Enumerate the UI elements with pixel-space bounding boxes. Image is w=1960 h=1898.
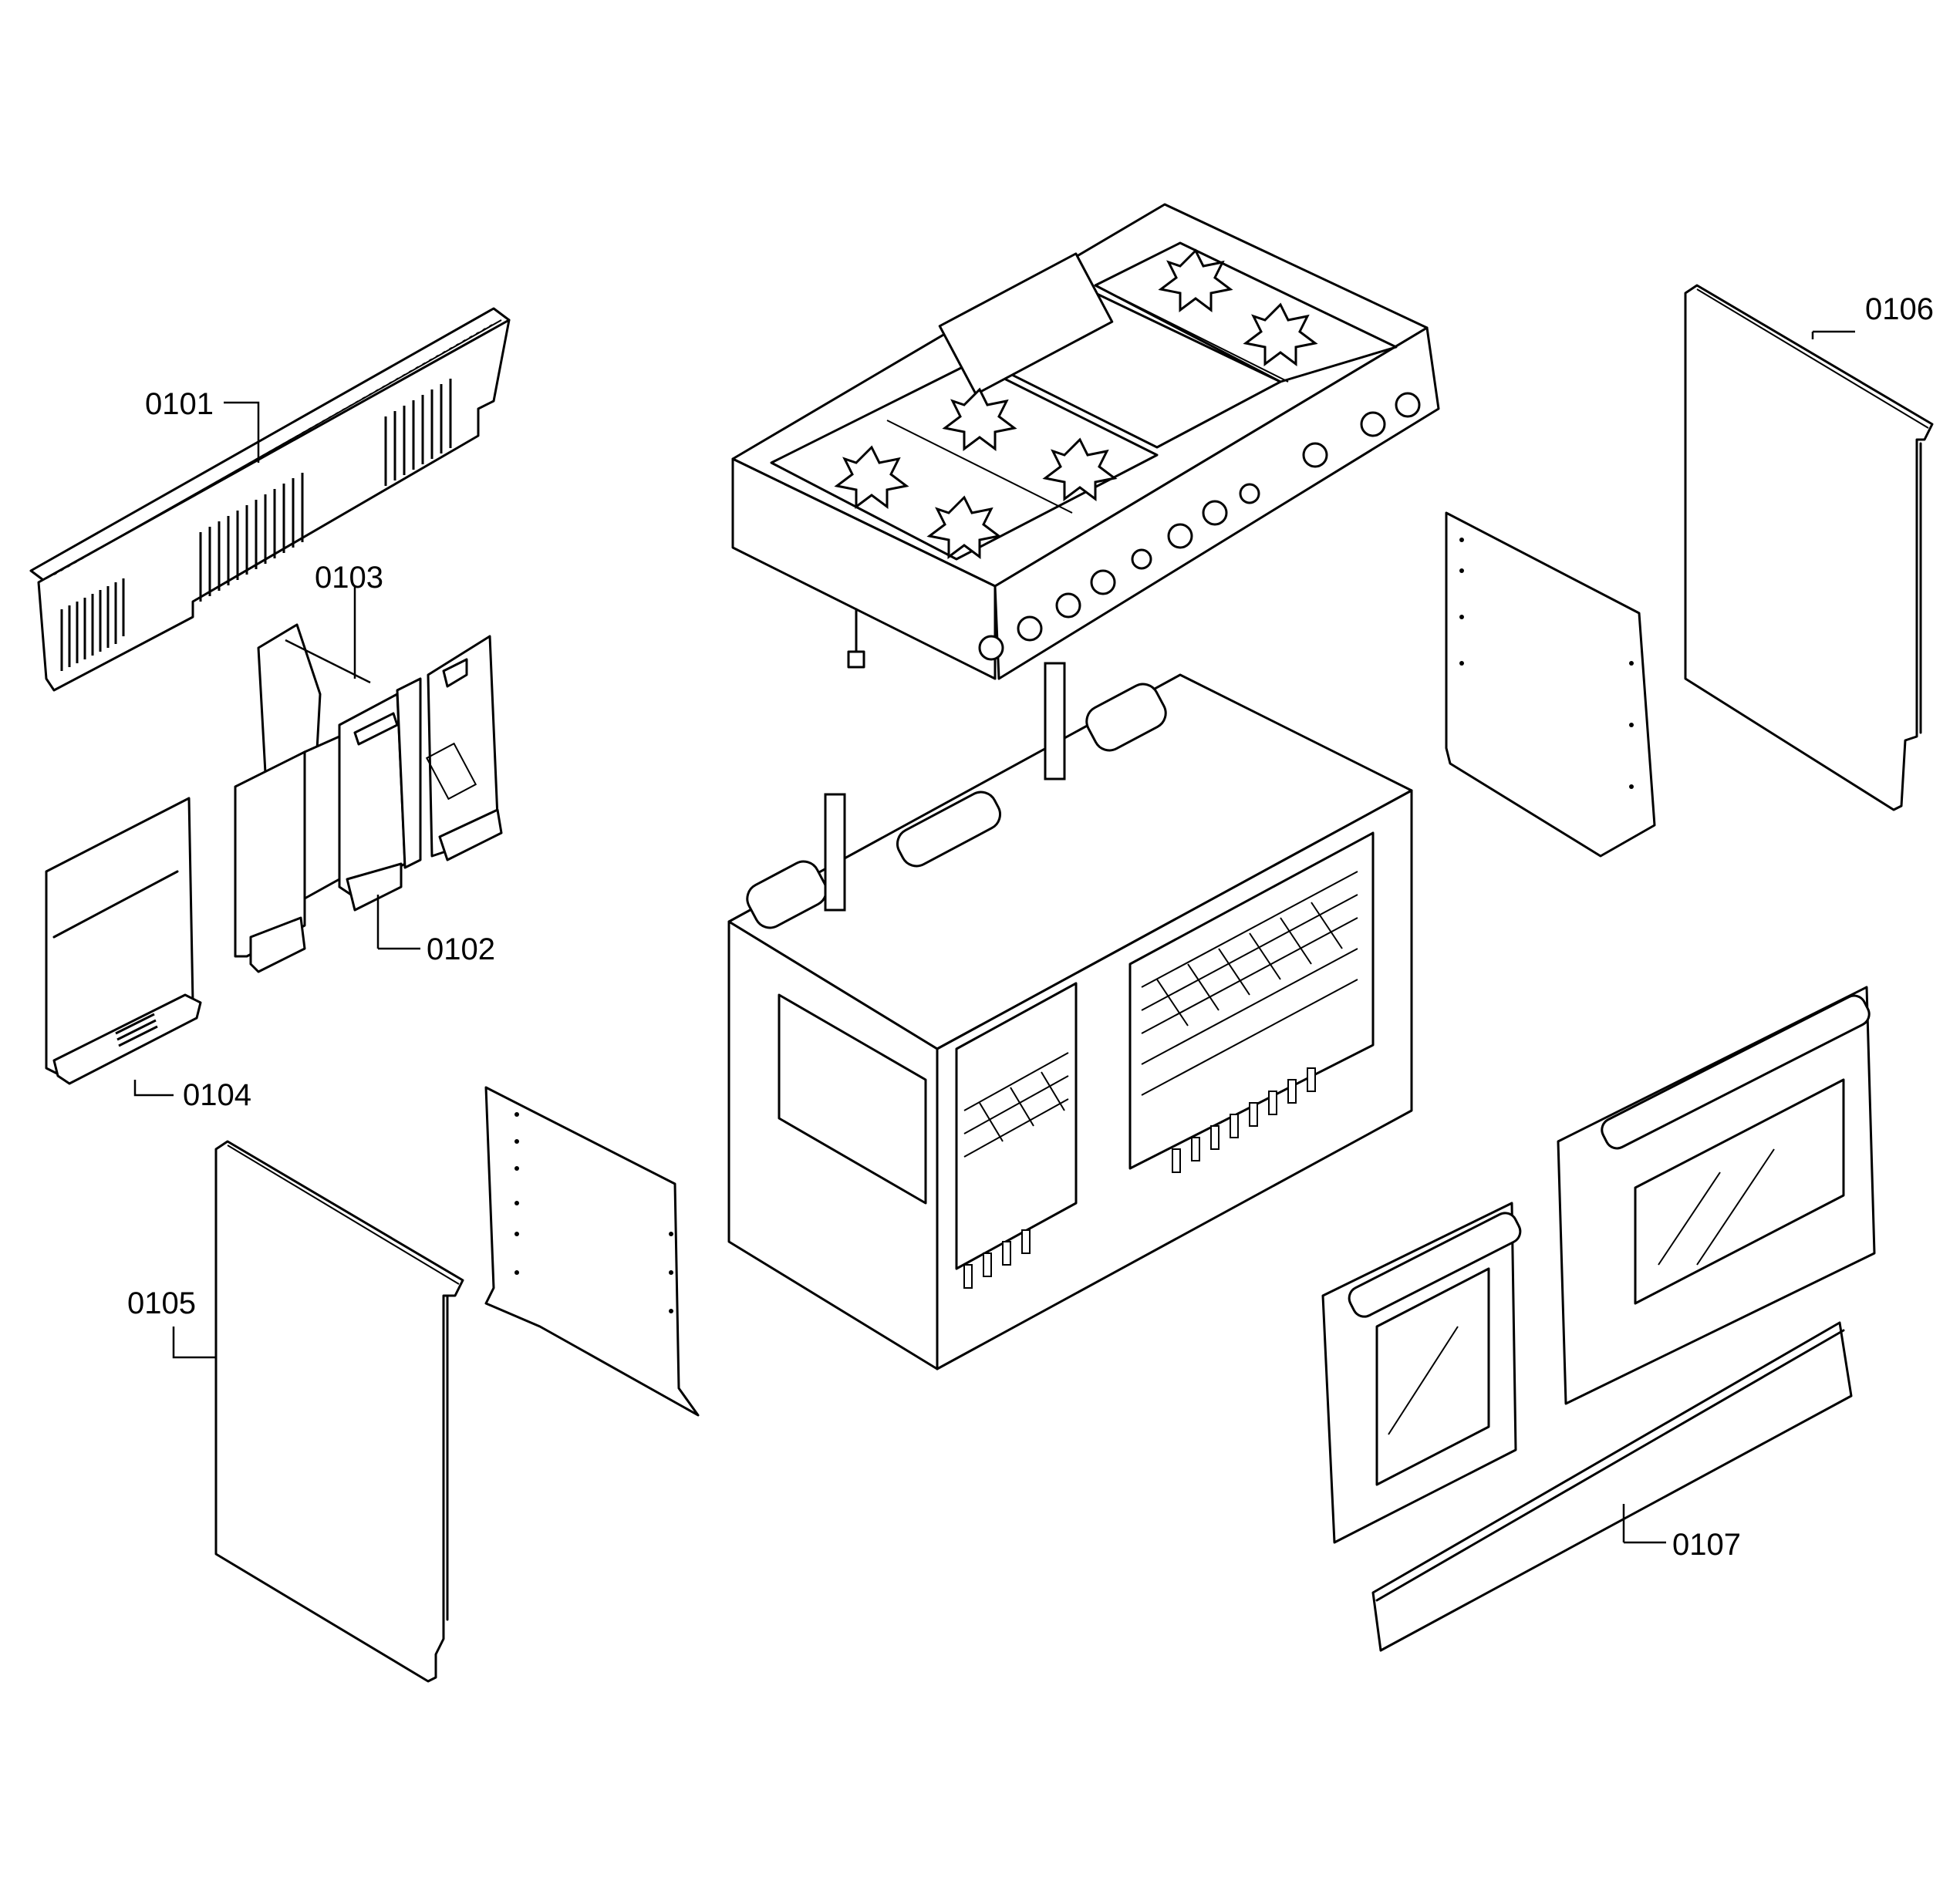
callout-0106: 0106 xyxy=(1865,292,1934,326)
oven-door-small xyxy=(1321,1202,1522,1544)
callout-0101: 0101 xyxy=(145,387,214,421)
vent-slots-panel xyxy=(60,379,452,671)
vent-pipes xyxy=(824,662,1066,912)
inner-side-wall-right xyxy=(1445,511,1656,858)
part-0102-heat-shield[interactable] xyxy=(234,635,503,973)
oven-cavity-body xyxy=(727,662,1413,1370)
part-0107-kick-panel[interactable] xyxy=(1371,1321,1853,1652)
control-knobs xyxy=(978,392,1421,661)
inner-side-wall-left xyxy=(484,1086,700,1417)
callout-0105: 0105 xyxy=(127,1286,196,1320)
callout-0107: 0107 xyxy=(1672,1528,1741,1562)
callout-labels: 0101 0102 0103 0104 0105 0106 0107 xyxy=(127,292,1934,1562)
callout-0104: 0104 xyxy=(183,1078,251,1112)
callout-0102: 0102 xyxy=(427,932,495,966)
front-vents xyxy=(963,1067,1316,1289)
burner-grates xyxy=(834,248,1318,559)
cooktop xyxy=(731,203,1440,680)
part-0103-cover-plate[interactable] xyxy=(257,623,371,788)
part-0101-back-guard[interactable] xyxy=(29,307,511,692)
oven-door-large xyxy=(1557,986,1876,1405)
callout-0103: 0103 xyxy=(315,561,383,595)
part-0105-left-side-panel[interactable] xyxy=(214,1140,464,1683)
part-0106-right-side-panel[interactable] xyxy=(1684,284,1934,811)
oven-racks xyxy=(963,871,1358,1158)
part-0104-side-panel[interactable] xyxy=(45,797,202,1085)
vent-slots-0104 xyxy=(115,1013,158,1047)
blower-fans xyxy=(746,683,1167,929)
leader-lines xyxy=(133,330,1855,1544)
